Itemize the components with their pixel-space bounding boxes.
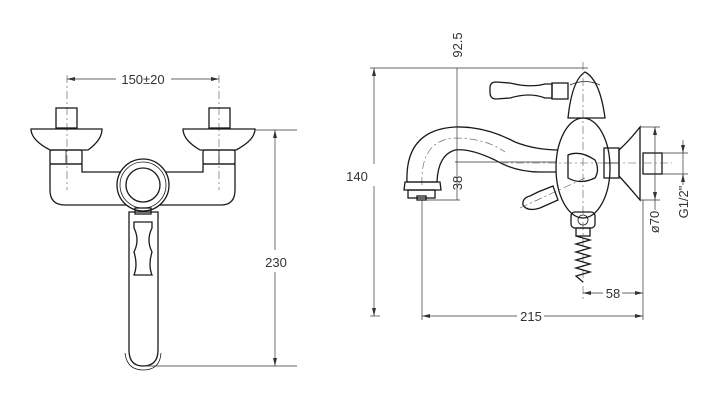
dim-total-height-label: 140 — [346, 169, 368, 184]
dim-top-label: 92.5 — [450, 32, 465, 57]
dimension-thread: G1/2" — [662, 140, 691, 218]
side-spout — [406, 126, 566, 183]
right-inlet-stub — [208, 107, 231, 129]
right-flange — [182, 128, 256, 151]
dimension-top-and-spout: 92.5 38 — [422, 32, 600, 201]
side-lever-handle — [489, 81, 553, 100]
dimension-wall-offset: 58 — [583, 200, 644, 320]
side-inlet-stub — [642, 152, 663, 175]
left-flange — [30, 128, 103, 151]
dimension-depth: 215 — [422, 309, 643, 324]
front-view: 150±20 230 — [30, 72, 297, 371]
dim-flange-diameter-label: ø70 — [647, 211, 662, 233]
side-view: 140 92.5 38 — [346, 32, 691, 324]
mixer-dome — [116, 158, 170, 212]
front-spout — [128, 211, 159, 367]
side-flange — [618, 125, 641, 202]
front-lever-handle — [133, 221, 153, 276]
dim-thread-label: G1/2" — [676, 185, 691, 218]
dim-height-label: 230 — [265, 255, 287, 270]
left-inlet-stub — [55, 107, 78, 129]
dimension-total-height: 140 — [346, 67, 588, 317]
aerator — [403, 181, 442, 191]
dim-wall-offset-label: 58 — [606, 286, 620, 301]
dimension-height: 230 — [145, 129, 297, 367]
dimension-flange-diameter: ø70 — [640, 126, 662, 233]
diverter-knob — [522, 185, 559, 211]
dimension-centers: 150±20 — [67, 72, 219, 87]
cartridge-cap — [567, 71, 606, 119]
mixer-body — [49, 163, 236, 206]
hose-spring — [573, 235, 593, 283]
dim-spout-label: 38 — [450, 176, 465, 190]
dim-centers-label: 150±20 — [121, 72, 164, 87]
dim-depth-label: 215 — [520, 309, 542, 324]
